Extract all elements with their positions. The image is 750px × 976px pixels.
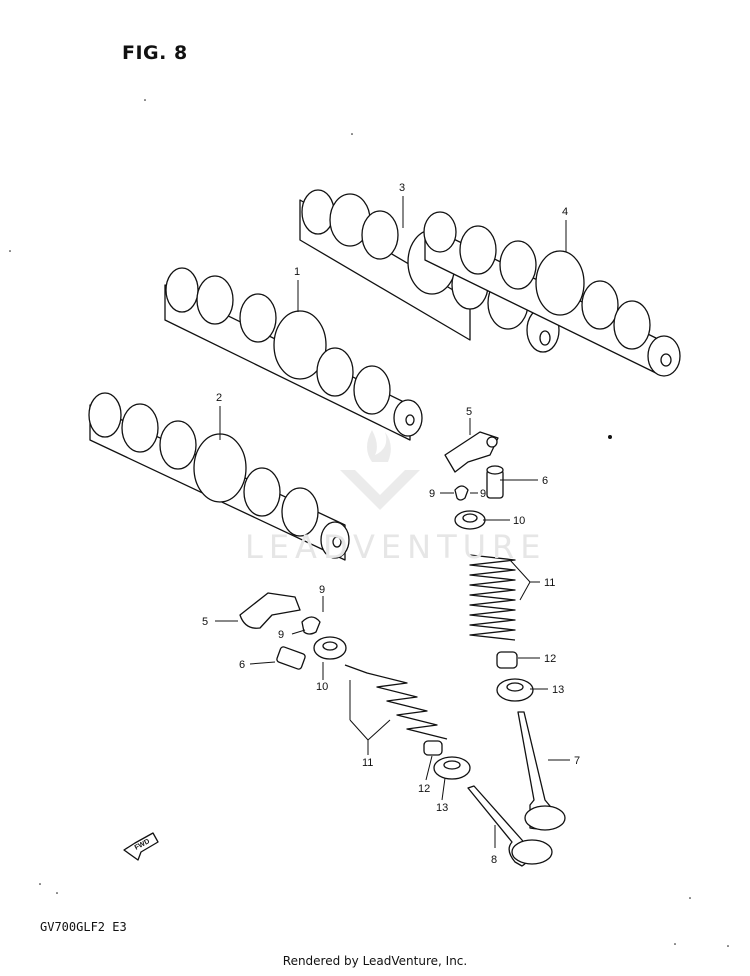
callout-9-right-a: 9	[429, 488, 435, 500]
callout-6-right: 6	[542, 475, 548, 487]
adjuster-6-right[interactable]	[486, 465, 504, 499]
cotter-9-right[interactable]	[454, 485, 469, 501]
callout-10-right: 10	[513, 515, 525, 527]
watermark-logo	[340, 430, 420, 510]
callout-13-right: 13	[552, 684, 564, 696]
callout-11-right: 11	[544, 577, 555, 589]
callout-8: 8	[491, 854, 497, 866]
callout-12-left: 12	[418, 783, 430, 795]
spring-11-left[interactable]	[344, 664, 448, 740]
retainer-10-left[interactable]	[313, 636, 347, 660]
valve-7[interactable]	[517, 711, 566, 831]
callout-11-left: 11	[362, 757, 373, 769]
figure-title: FIG. 8	[122, 42, 188, 64]
callout-9-right-b: 9	[480, 488, 486, 500]
footer-credit: Rendered by LeadVenture, Inc.	[282, 954, 468, 968]
camshaft-1[interactable]	[164, 267, 423, 441]
camshaft-2[interactable]	[88, 392, 350, 561]
callout-9-left-b: 9	[278, 629, 284, 641]
spring-11-right[interactable]	[469, 554, 516, 641]
watermark-text: LEADVENTURE	[245, 528, 547, 566]
retainer-10-right[interactable]	[454, 510, 486, 530]
callout-10-left: 10	[316, 681, 328, 693]
rocker-arm-5-right[interactable]	[444, 431, 499, 473]
model-code: GV700GLF2 E3	[40, 920, 127, 934]
callouts: 1 2 3 4 5 6 9 9 10 11 12 13 7 8 5 9 9 6 …	[202, 182, 580, 866]
scan-specks	[9, 99, 729, 947]
camshaft-4[interactable]	[423, 211, 681, 377]
leader-lines	[215, 196, 570, 848]
rocker-arm-5-left[interactable]	[239, 592, 301, 629]
forward-arrow-icon: FWD	[123, 832, 159, 861]
callout-1: 1	[294, 266, 300, 278]
adjuster-6-left[interactable]	[276, 646, 306, 670]
seat-13-left[interactable]	[433, 756, 471, 780]
seal-12-left[interactable]	[423, 740, 443, 756]
valve-8[interactable]	[467, 785, 553, 867]
callout-5-left: 5	[202, 616, 208, 628]
seal-12-right[interactable]	[496, 651, 518, 669]
callout-6-left: 6	[239, 659, 245, 671]
callout-13-left: 13	[436, 802, 448, 814]
callout-4: 4	[562, 206, 568, 218]
callout-3: 3	[399, 182, 405, 194]
callout-2: 2	[216, 392, 222, 404]
cotter-9-left[interactable]	[301, 616, 321, 635]
callout-7: 7	[574, 755, 580, 767]
seat-13-right[interactable]	[496, 678, 534, 702]
callout-5-right: 5	[466, 406, 472, 418]
callout-12-right: 12	[544, 653, 556, 665]
callout-9-left-a: 9	[319, 584, 325, 596]
